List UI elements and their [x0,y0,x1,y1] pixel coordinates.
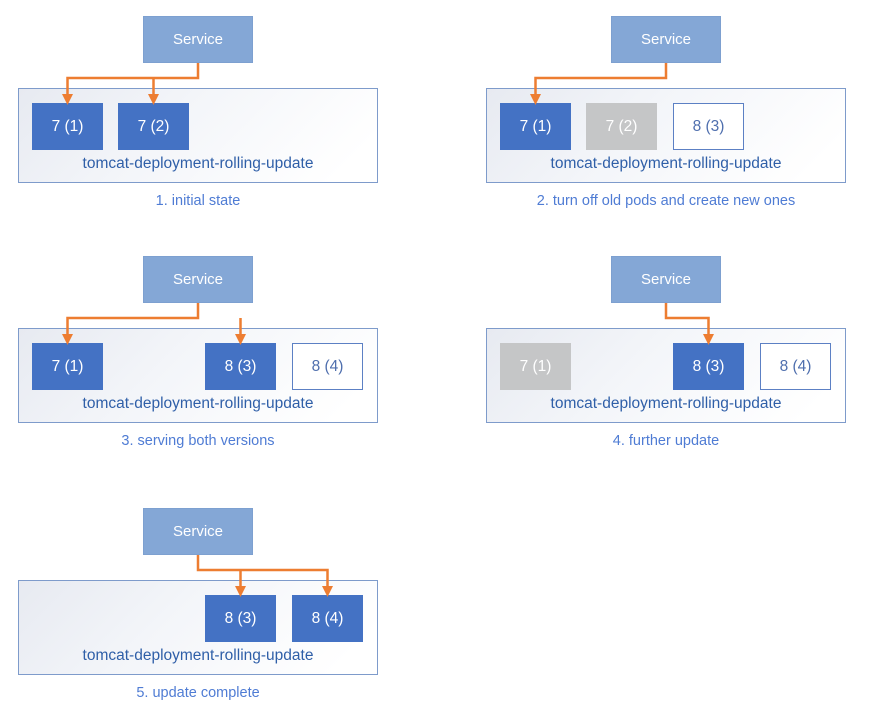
panel-4-pod-7-1: 7 (1) [500,343,571,390]
panel-2-pod-7-1: 7 (1) [500,103,571,150]
panel-4-deployment-label: tomcat-deployment-rolling-update [550,395,782,412]
panel-3-pod-8-3: 8 (3) [205,343,276,390]
panel-2-caption: 2. turn off old pods and create new ones [536,193,796,209]
panel-2-pod-7-2: 7 (2) [586,103,657,150]
panel-4-service-box: Service [611,256,721,303]
panel-4-caption: 4. further update [612,433,720,449]
panel-2-pod-8-3: 8 (3) [673,103,744,150]
panel-2-deployment-label: tomcat-deployment-rolling-update [550,155,782,172]
panel-3-service-box: Service [143,256,253,303]
panel-4-pod-8-4: 8 (4) [760,343,831,390]
panel-1-pod-7-1: 7 (1) [32,103,103,150]
panel-3-caption: 3. serving both versions [121,433,275,449]
panel-1-pod-7-2: 7 (2) [118,103,189,150]
panel-5-pod-8-3: 8 (3) [205,595,276,642]
panel-3-deployment-label: tomcat-deployment-rolling-update [82,395,314,412]
panel-5-deployment-label: tomcat-deployment-rolling-update [82,647,314,664]
panel-3-pod-8-4: 8 (4) [292,343,363,390]
panel-1-service-box: Service [143,16,253,63]
panel-5-pod-8-4: 8 (4) [292,595,363,642]
panel-1-deployment-label: tomcat-deployment-rolling-update [82,155,314,172]
panel-4-pod-8-3: 8 (3) [673,343,744,390]
panel-1-caption: 1. initial state [155,193,241,209]
panel-5-service-box: Service [143,508,253,555]
panel-3-pod-7-1: 7 (1) [32,343,103,390]
panel-5-caption: 5. update complete [136,685,260,701]
panel-2-service-box: Service [611,16,721,63]
